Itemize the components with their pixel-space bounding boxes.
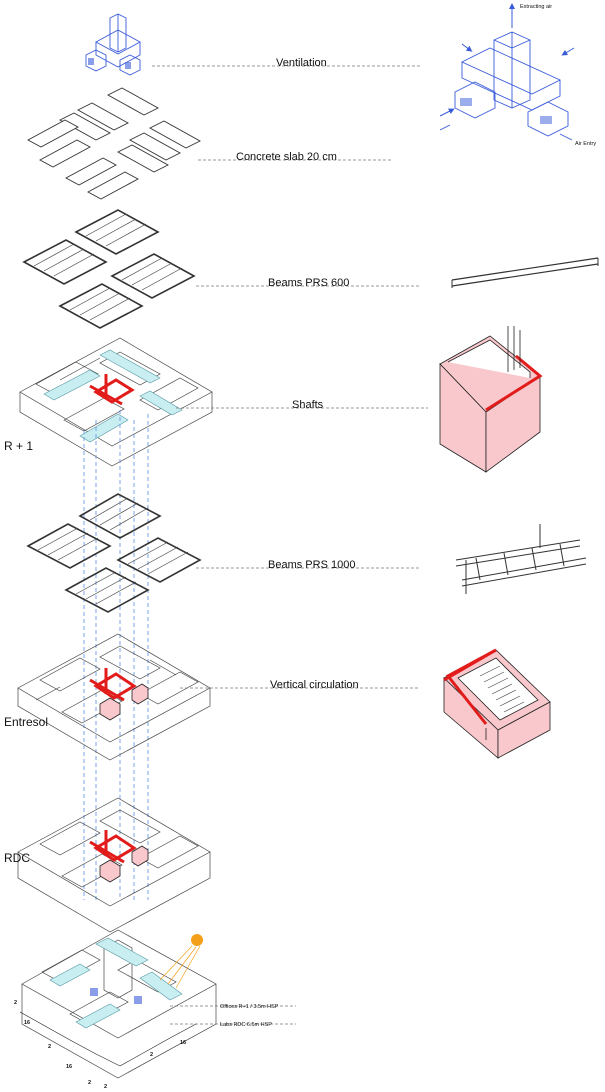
dim-2-b: 2 bbox=[48, 1044, 51, 1050]
label-slab: Concrete slab 20 cm bbox=[236, 151, 337, 163]
stair-detail bbox=[443, 648, 551, 759]
label-shafts: Shafts bbox=[292, 399, 324, 411]
level-entresol-plan: Entresol Vertical circulation bbox=[4, 633, 551, 761]
label-labs: Labs RDC 6.5m HSP bbox=[220, 1022, 272, 1028]
concrete-slab-layer: Concrete slab 20 cm bbox=[27, 87, 392, 200]
dim-16-a: 16 bbox=[24, 1020, 30, 1026]
level-rdc-label: RDC bbox=[4, 851, 30, 865]
ground-volume: Offices R+1 / 3.5m HSP Labs RDC 6.5m HSP… bbox=[14, 929, 296, 1090]
dim-2-a: 2 bbox=[14, 1000, 17, 1006]
dim-2-e: 2 bbox=[104, 1084, 107, 1090]
ventilation-layer: Ventilation bbox=[85, 13, 420, 76]
label-air-entry: Air Entry bbox=[575, 141, 596, 147]
beams-600-layer: Beams PRS 600 bbox=[22, 209, 599, 329]
label-beams-1000: Beams PRS 1000 bbox=[268, 559, 355, 571]
beam-600-detail bbox=[451, 257, 599, 288]
dim-16-c: 16 bbox=[180, 1040, 186, 1046]
label-offices: Offices R+1 / 3.5m HSP bbox=[220, 1004, 279, 1010]
dim-16-b: 16 bbox=[66, 1064, 72, 1070]
dim-2-d: 2 bbox=[150, 1052, 153, 1058]
level-r1-plan: R + 1 Shafts bbox=[4, 326, 543, 473]
beams-1000-layer: Beams PRS 1000 bbox=[26, 493, 587, 613]
level-rdc-plan: RDC bbox=[4, 797, 211, 933]
shaft-detail bbox=[439, 326, 543, 473]
label-vertical-circulation: Vertical circulation bbox=[270, 679, 359, 691]
sun-icon bbox=[191, 934, 203, 946]
label-beams-600: Beams PRS 600 bbox=[268, 277, 349, 289]
level-entresol-label: Entresol bbox=[4, 715, 48, 729]
beam-1000-detail bbox=[455, 524, 587, 594]
alignment-guides bbox=[83, 410, 149, 900]
ventilation-detail: Extracting air Air Entry bbox=[439, 3, 596, 147]
dim-2-c: 2 bbox=[88, 1080, 91, 1086]
level-r1-label: R + 1 bbox=[4, 439, 33, 453]
label-ventilation: Ventilation bbox=[276, 57, 327, 69]
label-extracting-air: Extracting air bbox=[520, 4, 552, 10]
